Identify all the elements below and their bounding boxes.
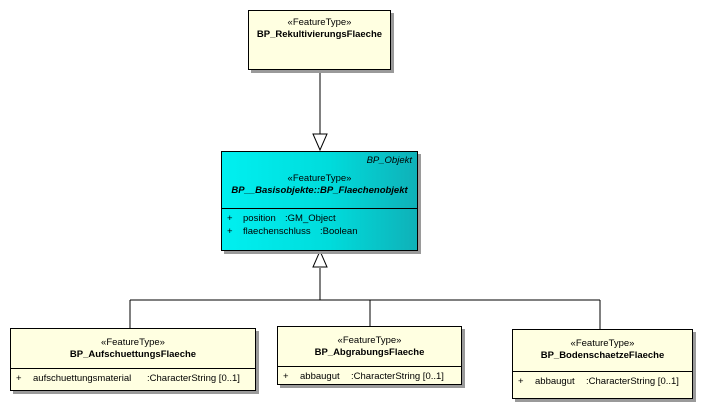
stereotype-label: «FeatureType»: [101, 337, 165, 348]
attribute-compartment: + abbaugut :CharacterString [0..1]: [278, 366, 461, 383]
class-rekultivierungsflaeche[interactable]: «FeatureType» BP_RekultivierungsFlaeche: [248, 10, 391, 70]
attribute-row: + abbaugut :CharacterString [0..1]: [278, 370, 461, 383]
stereotype-label: «FeatureType»: [287, 173, 352, 184]
class-name: BP_BodenschaetzeFlaeche: [540, 350, 665, 361]
attribute-type: :CharacterString [0..1]: [351, 371, 444, 382]
attribute-type: :GM_Object: [285, 213, 336, 224]
class-name: BP__Basisobjekte::BP_Flaechenobjekt: [231, 185, 408, 196]
class-name: BP_AufschuettungsFlaeche: [69, 349, 197, 360]
attribute-row: + abbaugut :CharacterString [0..1]: [513, 375, 692, 388]
attribute-row: + aufschuettungsmaterial :CharacterStrin…: [11, 372, 255, 385]
generalization-arrowhead-bottom: [312, 249, 328, 268]
stereotype-label: «FeatureType»: [570, 338, 635, 349]
attribute-type: :CharacterString [0..1]: [586, 376, 679, 387]
attribute-compartment: + position :GM_Object + flaechenschluss …: [222, 208, 417, 238]
attribute-name: abbaugut: [300, 371, 340, 382]
class-header: «FeatureType» BP_BodenschaetzeFlaeche: [513, 330, 692, 371]
class-header: «FeatureType» BP__Basisobjekte::BP_Flaec…: [222, 152, 417, 209]
stereotype-label: «FeatureType»: [337, 335, 402, 346]
attribute-type: :CharacterString [0..1]: [147, 373, 240, 384]
class-flaechenobjekt[interactable]: BP_Objekt «FeatureType» BP__Basisobjekte…: [221, 151, 418, 251]
attribute-visibility: +: [227, 226, 233, 237]
attribute-name: position: [243, 213, 276, 224]
class-header: «FeatureType» BP_AbgrabungsFlaeche: [278, 327, 461, 366]
attribute-visibility: +: [283, 371, 289, 382]
class-name: BP_RekultivierungsFlaeche: [256, 29, 383, 40]
attribute-name: aufschuettungsmaterial: [33, 373, 132, 384]
attribute-name: abbaugut: [535, 376, 575, 387]
stereotype-label: «FeatureType»: [287, 17, 352, 28]
attribute-visibility: +: [16, 373, 22, 384]
class-bodenschaetzeflaeche[interactable]: «FeatureType» BP_BodenschaetzeFlaeche + …: [512, 329, 693, 399]
attribute-row: + flaechenschluss :Boolean: [222, 225, 417, 238]
attribute-compartment: + abbaugut :CharacterString [0..1]: [513, 371, 692, 388]
generalization-arrowhead-top: [312, 133, 328, 152]
class-header: «FeatureType» BP_RekultivierungsFlaeche: [249, 11, 390, 41]
attribute-compartment: + aufschuettungsmaterial :CharacterStrin…: [11, 368, 255, 385]
attribute-name: flaechenschluss: [243, 226, 311, 237]
class-header: «FeatureType» BP_AufschuettungsFlaeche: [11, 329, 255, 368]
attribute-row: + position :GM_Object: [222, 212, 417, 225]
attribute-visibility: +: [518, 376, 524, 387]
class-abgrabungsflaeche[interactable]: «FeatureType» BP_AbgrabungsFlaeche + abb…: [277, 326, 462, 385]
attribute-visibility: +: [227, 213, 233, 224]
package-label: BP_Objekt: [366, 155, 412, 166]
attribute-type: :Boolean: [320, 226, 358, 237]
class-aufschuettungsflaeche[interactable]: «FeatureType» BP_AufschuettungsFlaeche +…: [10, 328, 256, 391]
class-name: BP_AbgrabungsFlaeche: [314, 347, 425, 358]
